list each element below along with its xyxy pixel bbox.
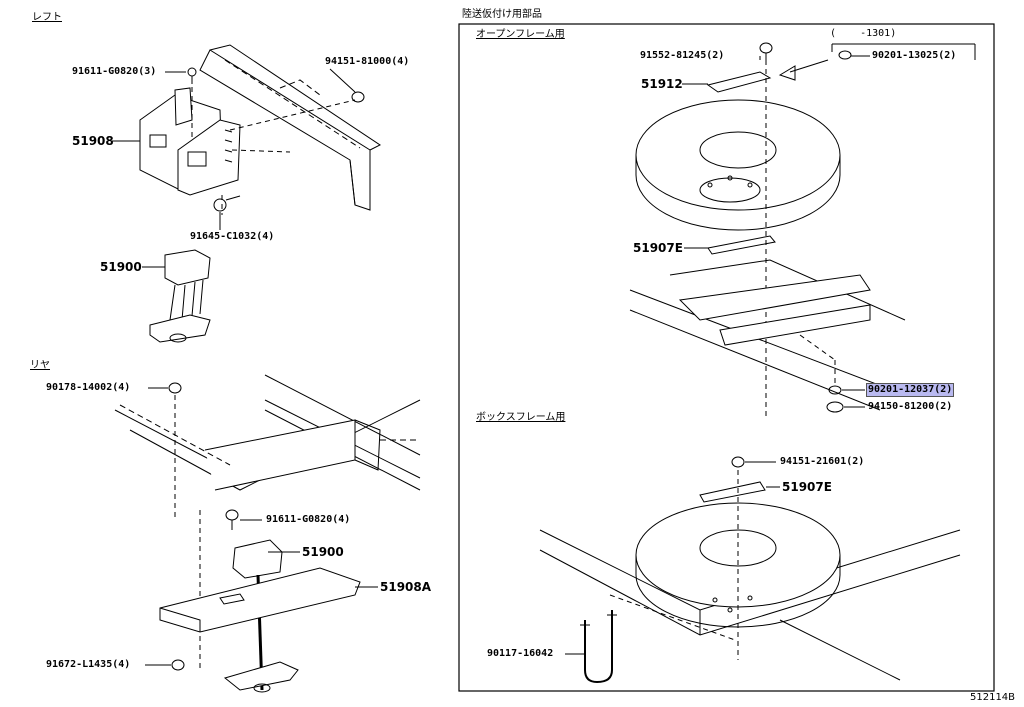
diagram-id: 512114B — [970, 692, 1016, 703]
u-bolt-90117 — [580, 610, 617, 684]
winch-51900-a — [149, 249, 211, 343]
part-label-51912[interactable]: 51912 — [641, 77, 683, 91]
part-label-91552-81245[interactable]: 91552-81245(2) — [640, 50, 725, 61]
nut-90201-13025 — [838, 50, 852, 60]
open-frame-rails — [629, 259, 906, 411]
part-label-51907e-box[interactable]: 51907E — [782, 480, 832, 494]
bracket-51907E-b — [699, 481, 766, 503]
left-frame-beam — [199, 44, 381, 211]
part-label-91645-c1032[interactable]: 91645-C1032(4) — [190, 231, 275, 242]
nut-90201-12037 — [828, 385, 842, 395]
washer-94150 — [826, 401, 844, 413]
bolt-91645 — [213, 195, 241, 212]
plate-51908A — [159, 567, 361, 633]
bracket-51907E-a — [707, 235, 776, 255]
section-box-frame: ボックスフレーム用 — [476, 412, 566, 423]
part-label-91611-g0820-4[interactable]: 91611-G0820(4) — [266, 514, 351, 525]
part-label-90117-16042[interactable]: 90117-16042 — [487, 648, 554, 659]
part-label-91611-g0820-3[interactable]: 91611-G0820(3) — [72, 66, 157, 77]
section-transport: 陸送仮付け用部品 — [462, 9, 542, 20]
spare-tire-open — [635, 99, 841, 231]
winch-bottom-rear — [223, 661, 299, 693]
transport-parts-box — [458, 23, 995, 692]
part-label-51900-left[interactable]: 51900 — [100, 260, 142, 274]
section-rear: リヤ — [30, 360, 50, 371]
part-label-51908a[interactable]: 51908A — [380, 580, 432, 594]
part-label-91672-l1435[interactable]: 91672-L1435(4) — [46, 659, 131, 670]
section-open-frame: オープンフレーム用 — [476, 29, 565, 40]
bolt-91611-a — [187, 67, 197, 84]
leader-lines — [112, 55, 870, 666]
bolt-91611-b — [225, 509, 239, 530]
bolt-90178 — [168, 382, 182, 394]
bracket-51908 — [139, 87, 241, 196]
part-label-90201-12037[interactable]: 90201-12037(2) — [866, 383, 955, 397]
part-label-94150-81200[interactable]: 94150-81200(2) — [868, 401, 953, 412]
part-label-94151-21601[interactable]: 94151-21601(2) — [780, 456, 865, 467]
bolt-91552 — [759, 42, 773, 65]
box-frame-rails — [539, 529, 961, 681]
part-label-94151-81000[interactable]: 94151-81000(4) — [325, 56, 410, 67]
bracket-51912 — [706, 71, 772, 93]
part-label-51908[interactable]: 51908 — [72, 134, 114, 148]
part-label-1301: ( -1301) — [830, 28, 897, 39]
nut-94151-21601 — [731, 456, 745, 468]
part-label-90178-14002[interactable]: 90178-14002(4) — [46, 382, 131, 393]
nut-94151 — [351, 91, 365, 103]
bolt-91672 — [171, 659, 185, 671]
part-label-51907e-open[interactable]: 51907E — [633, 241, 683, 255]
part-label-90201-13025[interactable]: 90201-13025(2) — [872, 50, 957, 61]
part-label-51900-rear[interactable]: 51900 — [302, 545, 344, 559]
section-left: レフト — [32, 12, 62, 23]
rear-frame — [114, 374, 421, 491]
